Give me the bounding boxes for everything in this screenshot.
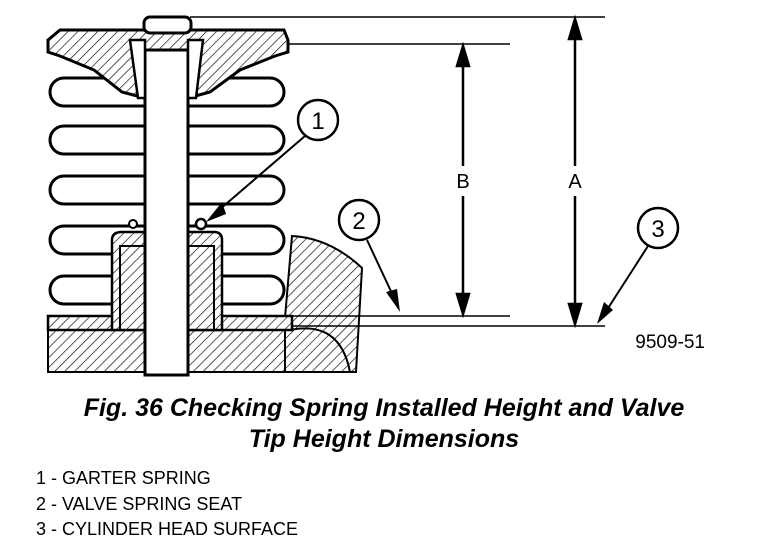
callout-2: 2 [337, 198, 400, 312]
legend-item-valve-spring-seat: 2 - VALVE SPRING SEAT [36, 494, 243, 514]
legend-item-garter-spring: 1 - GARTER SPRING [36, 468, 211, 488]
figure-code: 9509-51 [635, 332, 705, 353]
valve-stem [143, 38, 190, 377]
extension-lines [190, 16, 605, 327]
callout-3: 3 [597, 206, 680, 324]
dimension-a-line [567, 14, 583, 329]
figure-caption-line-2: Tip Height Dimensions [248, 425, 520, 453]
valve-tip [142, 15, 193, 35]
legend-item-cylinder-head-surface: 3 - CYLINDER HEAD SURFACE [36, 519, 299, 539]
callout-1-number: 1 [311, 108, 324, 135]
callout-3-number: 3 [651, 216, 664, 243]
dimension-b-label: B [456, 171, 469, 193]
valve-spring-diagram: B A 1 2 3 9509-51 [46, 14, 705, 377]
garter-spring-left [128, 219, 138, 229]
dimension-b-line [455, 41, 471, 319]
callout-2-number: 2 [352, 208, 365, 235]
valve-keepers [128, 38, 205, 100]
callout-1: 1 [206, 98, 340, 222]
garter-spring [194, 217, 208, 231]
dimension-a-label: A [568, 171, 582, 193]
figure-caption-line-1: Fig. 36 Checking Spring Installed Height… [83, 394, 685, 422]
valve-guide-seal [110, 230, 224, 332]
